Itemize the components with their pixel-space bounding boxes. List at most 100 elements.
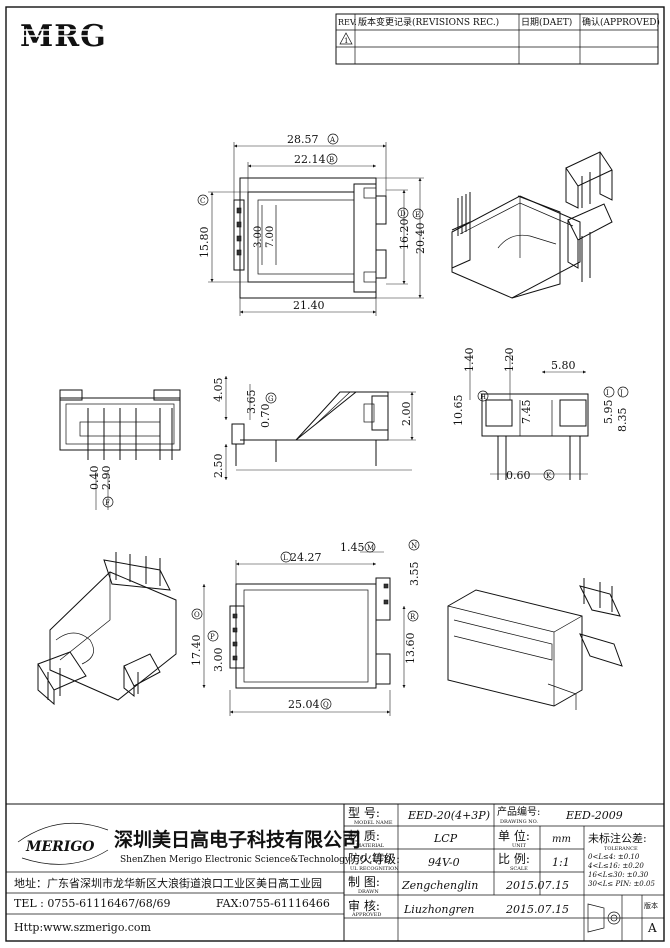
drawn-value: Zengchenglin — [401, 879, 478, 892]
marker-e-circle — [412, 208, 424, 220]
marker-c-circle — [197, 194, 209, 206]
drawing-value: EED-2009 — [565, 809, 623, 822]
dim-o-value: 17.40 — [190, 635, 203, 667]
approved-sub: APPROVED — [351, 912, 381, 918]
marker-d: D — [400, 210, 406, 218]
model-label: 型 号: — [348, 806, 380, 820]
dim-p2-value: 3.65 — [245, 390, 258, 415]
tolerance-2: 4<L≤16: ±0.20 — [587, 862, 644, 870]
dim-n-value: 3.55 — [408, 562, 421, 587]
marker-f: F — [105, 499, 110, 507]
ul-value: 94V-0 — [428, 856, 460, 869]
isometric-view-left — [37, 552, 177, 706]
dim-pin-value: 0.60 — [506, 469, 531, 482]
dim-slot-1: 3.00 — [253, 226, 264, 248]
marker-o-circle — [191, 608, 203, 620]
marker-h-circle — [477, 390, 489, 402]
dim-p4-value: 2.50 — [212, 454, 225, 479]
tolerance-sub: TOLERANCE — [604, 846, 638, 852]
marker-e: E — [415, 211, 420, 219]
marker-b-circle — [326, 153, 338, 165]
approved-value: Liuzhongren — [403, 903, 474, 916]
ul-label: 防火等级: — [348, 851, 400, 866]
marker-a-circle — [327, 133, 339, 145]
brand-swoosh-icon — [17, 822, 109, 843]
ul-sub: UL RECOGNITION — [350, 866, 399, 872]
dim-slot-2: 7.00 — [265, 226, 276, 248]
marker-n-circle — [408, 539, 420, 551]
isometric-view-top — [451, 151, 613, 299]
company-website: Http:www.szmerigo.com — [14, 921, 152, 934]
dim-d-value: 16.20 — [398, 219, 411, 251]
version-label: 版本 — [644, 901, 658, 910]
material-label: 材 质: — [348, 829, 380, 843]
tolerance-3: 16<L≤30: ±0.30 — [588, 871, 649, 879]
company-tel: TEL : 0755-61116467/68/69 — [14, 897, 170, 910]
projection-symbol-icon — [587, 903, 621, 933]
dim-c-value: 15.80 — [198, 227, 211, 259]
dim-bottom-width: 21.40 — [293, 299, 325, 312]
revisions-header: 版本变更记录(REVISIONS REC.) — [358, 16, 499, 28]
company-address: 地址：广东省深圳市龙华新区大浪街道浪口工业区美日高工业园 — [14, 876, 322, 890]
marker-k: K — [546, 472, 552, 480]
company-fax: FAX:0755-61116466 — [216, 897, 330, 910]
dim-g1-value: 1.40 — [463, 348, 476, 373]
title-block: MERIGO 深圳美日高电子科技有限公司 ShenZhen Merigo Ele… — [5, 803, 665, 942]
side-view-right: 1.40 1.20 5.80 10.65 H 7.45 5.95 8.35 I … — [452, 348, 629, 483]
tolerance-4: 30<L≤ PIN: ±0.05 — [588, 880, 655, 888]
brand-name: MERIGO — [25, 839, 95, 855]
side-view-center: 4.05 3.65 0.70 G 2.50 2.00 — [212, 376, 416, 480]
dim-g3-value: 5.80 — [551, 359, 576, 372]
dim-p1-value: 4.05 — [212, 378, 225, 403]
dim-g4-value: 10.65 — [452, 395, 465, 427]
marker-g-circle — [265, 392, 277, 404]
marker-q-circle — [320, 698, 332, 710]
scale-value: 1:1 — [552, 856, 570, 869]
marker-m-circle — [364, 541, 376, 553]
model-sub: MODEL NAME — [354, 820, 393, 826]
drawn-label: 制 图: — [348, 875, 380, 889]
dim-f1-value: 0.40 — [88, 466, 101, 491]
drawing-sub: DRAWING NO. — [500, 819, 538, 825]
marker-b: B — [329, 156, 334, 164]
marker-i-circle — [603, 386, 615, 398]
marker-p-circle — [207, 630, 219, 642]
material-value: LCP — [433, 832, 458, 845]
marker-r-circle — [407, 610, 419, 622]
bottom-view: 24.27 L 1.45 M 3.55 N 17.40 O 3.00 P 13.… — [190, 539, 421, 716]
drawn-date: 2015.07.15 — [505, 879, 569, 892]
scale-sub: SCALE — [510, 866, 528, 872]
marker-q: Q — [323, 701, 329, 709]
marker-f-circle — [102, 496, 114, 508]
marker-c: C — [200, 197, 205, 205]
marker-g: G — [268, 395, 274, 403]
marker-l: L — [283, 554, 288, 562]
dim-m-value: 1.45 — [340, 541, 365, 554]
dim-p5-value: 2.00 — [400, 402, 413, 427]
marker-a: A — [329, 136, 336, 144]
dim-p-value: 3.00 — [212, 648, 225, 673]
isometric-view-right — [447, 578, 623, 710]
drawn-sub: DRAWN — [358, 889, 379, 895]
mrg-logo: MRG — [14, 19, 126, 54]
dim-g5-value: 7.45 — [520, 400, 533, 425]
unit-value: mm — [552, 834, 571, 845]
version-value: A — [647, 921, 657, 935]
marker-m: M — [367, 544, 374, 552]
tolerance-1: 0<L≤4: ±0.10 — [588, 853, 640, 861]
top-view: 28.57 A 22.14 B 15.80 C 16.20 D 20.40 E … — [197, 133, 427, 316]
dim-f2-value: 2.90 — [100, 466, 113, 491]
revision-number: 1 — [344, 37, 348, 45]
dim-g2-value: 1.20 — [503, 348, 516, 373]
approved-header: 确认(APPROVED) — [582, 16, 660, 28]
company-name-en: ShenZhen Merigo Electronic Science&Techn… — [120, 855, 391, 865]
marker-d-circle — [397, 207, 409, 219]
marker-p: P — [210, 633, 215, 641]
dim-r-value: 13.60 — [404, 633, 417, 665]
dim-g7-value: 8.35 — [616, 408, 629, 433]
tolerance-label: 未标注公差: — [588, 831, 647, 845]
marker-i: I — [606, 389, 609, 397]
drawing-label: 产品编号: — [497, 805, 540, 818]
marker-o: O — [194, 611, 200, 619]
